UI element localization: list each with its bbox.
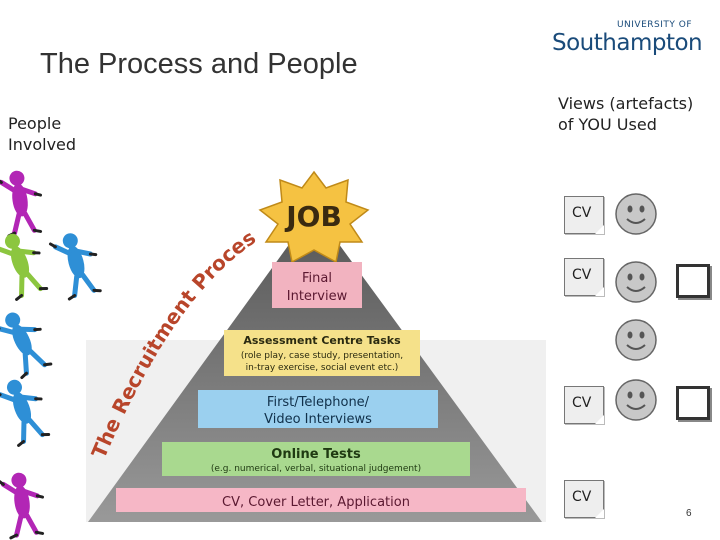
level-2-line1: Assessment Centre Tasks	[243, 334, 401, 347]
page-number: 6	[686, 508, 692, 519]
cv-label: CV	[572, 395, 592, 411]
document-icon	[595, 415, 604, 424]
university-logo: UNIVERSITY OF Southampton	[552, 20, 703, 60]
document-icon	[595, 287, 604, 296]
job-label: JOB	[284, 200, 342, 233]
person-figure-icon	[0, 170, 46, 236]
cv-document-1: CV	[564, 196, 604, 234]
person-figure-icon	[0, 374, 53, 447]
recruitment-pyramid: JOB Final Interview Assessment Centre Ta…	[86, 170, 546, 522]
level-2-line2: (role play, case study, presentation,	[241, 351, 403, 361]
smiley-face-icon	[615, 319, 657, 361]
people-label-line2: Involved	[8, 135, 77, 154]
smiley-face-icon	[615, 379, 657, 421]
views-label-line1: Views (artefacts)	[558, 94, 694, 113]
cv-document-4: CV	[564, 480, 604, 518]
document-icon	[595, 225, 604, 234]
level-cv-application: CV, Cover Letter, Application	[116, 488, 526, 512]
views-label-line2: of YOU Used	[558, 115, 657, 134]
cv-label: CV	[572, 205, 592, 221]
smiley-face-icon	[615, 193, 657, 235]
level-4-line2: (e.g. numerical, verbal, situational jud…	[211, 464, 421, 474]
views-artefacts-label: Views (artefacts) of YOU Used	[558, 93, 718, 135]
person-figure-icon	[0, 470, 48, 538]
star-burst-icon: JOB	[258, 170, 370, 264]
level-3-line2: Video Interviews	[264, 412, 372, 427]
logo-top-text: UNIVERSITY OF	[616, 20, 692, 30]
checkbox-icon	[676, 264, 710, 298]
cv-label: CV	[572, 489, 592, 505]
page-title: The Process and People	[40, 48, 358, 80]
level-assessment-centre: Assessment Centre Tasks (role play, case…	[224, 330, 420, 376]
level-1-line2: Interview	[287, 289, 348, 304]
cv-document-2: CV	[564, 258, 604, 296]
checkbox-icon	[676, 386, 710, 420]
level-2-line3: in-tray exercise, social event etc.)	[246, 363, 399, 373]
level-1-line1: Final	[302, 271, 332, 286]
document-icon	[595, 509, 604, 518]
person-figure-icon	[0, 305, 55, 379]
level-4-line1: Online Tests	[271, 447, 361, 462]
people-involved-label: People Involved	[8, 113, 98, 155]
level-interviews: First/Telephone/ Video Interviews	[198, 390, 438, 428]
smiley-face-icon	[615, 261, 657, 303]
cv-document-3: CV	[564, 386, 604, 424]
level-5-line1: CV, Cover Letter, Application	[222, 495, 410, 510]
level-3-line1: First/Telephone/	[267, 395, 370, 410]
person-figure-icon	[0, 228, 51, 301]
level-online-tests: Online Tests (e.g. numerical, verbal, si…	[162, 442, 470, 476]
cv-label: CV	[572, 267, 592, 283]
level-final-interview: Final Interview	[272, 262, 362, 308]
people-label-line1: People	[8, 114, 62, 133]
logo-main-text: Southampton	[552, 30, 703, 56]
